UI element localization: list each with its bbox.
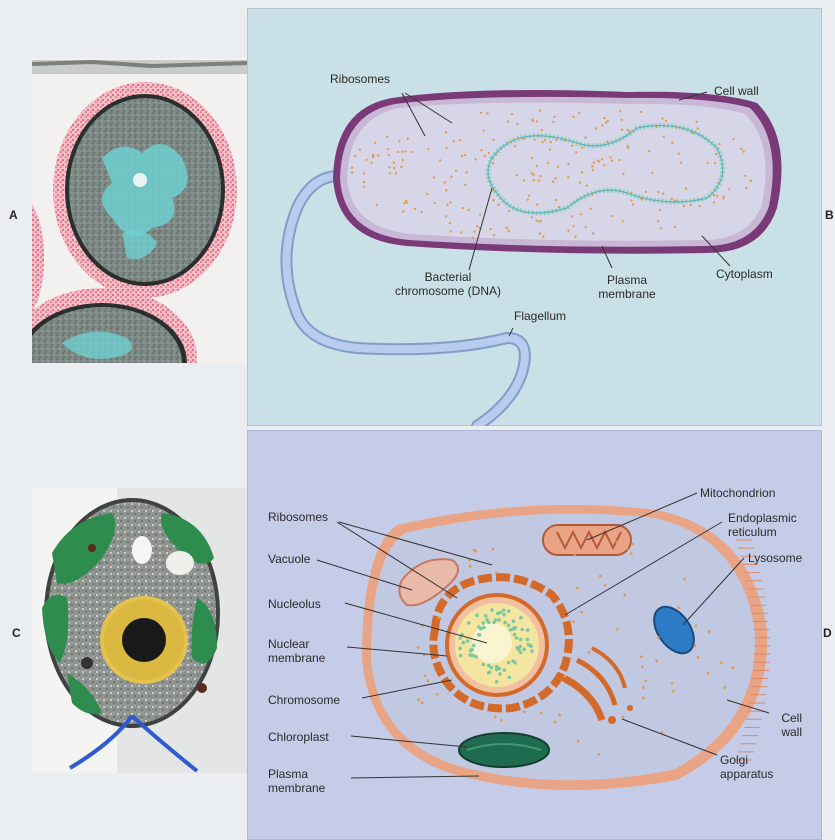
label-plasma-membrane-d: Plasma membrane [268, 767, 325, 795]
panel-letter-b: B [825, 208, 834, 222]
label-lysosome: Lysosome [748, 551, 802, 565]
prokaryote-diagram [247, 8, 822, 426]
label-plasma-membrane-b: Plasma membrane [592, 273, 662, 301]
label-ribosomes-b: Ribosomes [330, 72, 390, 86]
label-ribosomes-d: Ribosomes [268, 510, 328, 524]
label-cytoplasm: Cytoplasm [716, 267, 773, 281]
bacterium-micrograph [32, 58, 247, 363]
label-chloroplast: Chloroplast [268, 730, 329, 744]
cytoplasm [347, 103, 766, 241]
panel-letter-c: C [12, 626, 21, 640]
panel-letter-d: D [823, 626, 832, 640]
label-flagellum: Flagellum [514, 309, 566, 323]
label-chromosome: Chromosome [268, 693, 340, 707]
chloroplast [459, 733, 549, 767]
label-mitochondrion: Mitochondrion [700, 486, 775, 500]
label-endoplasmic-reticulum: Endoplasmic reticulum [728, 511, 797, 539]
label-bacterial-chromosome: Bacterial chromosome (DNA) [378, 270, 518, 298]
plant-cell-micrograph [32, 488, 247, 773]
label-vacuole: Vacuole [268, 552, 310, 566]
label-cell-wall-b: Cell wall [714, 84, 759, 98]
panel-letter-a: A [9, 208, 18, 222]
label-cell-wall-d: Cell wall [760, 711, 802, 739]
label-nucleolus: Nucleolus [268, 597, 321, 611]
label-golgi-apparatus: Golgi apparatus [720, 753, 773, 781]
nucleolus [472, 623, 512, 663]
label-nuclear-membrane: Nuclear membrane [268, 637, 325, 665]
